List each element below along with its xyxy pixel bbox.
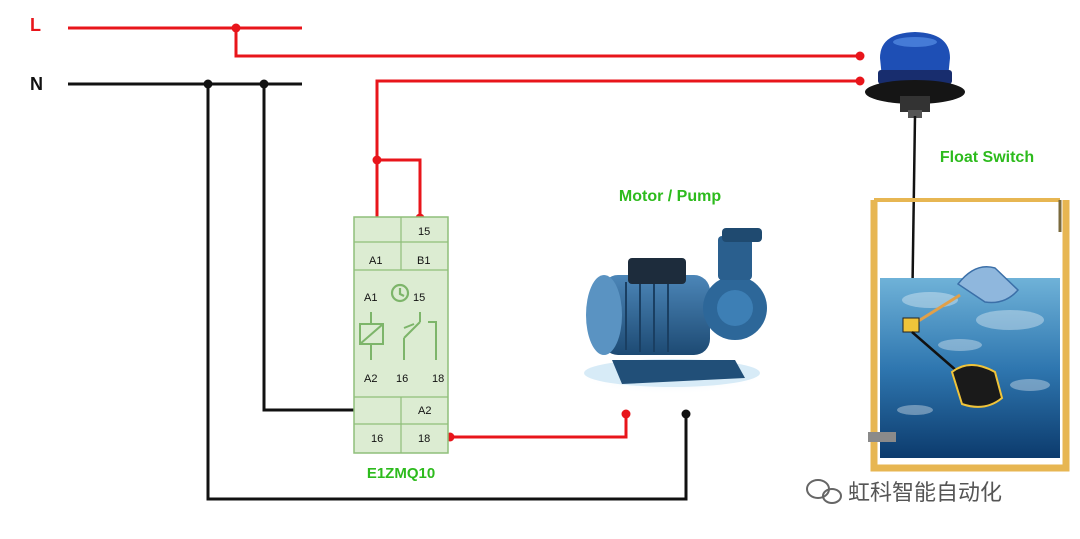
lower-float [950, 364, 1004, 408]
a1-to-15-bridge-wire [377, 158, 422, 218]
tank-frame [870, 200, 1070, 472]
live-line-label: L [30, 15, 41, 35]
beacon-device [865, 32, 965, 321]
terminal-a2-inner: A2 [364, 373, 377, 385]
watermark-text: 虹科智能自动化 [848, 480, 1002, 505]
junction-dot [372, 155, 382, 165]
motor-pump: Motor / Pump [577, 188, 767, 395]
float-switch-label: Float Switch [940, 149, 1034, 166]
terminal-15-top: 15 [418, 226, 430, 238]
junction-dot [231, 23, 241, 33]
live-to-beacon-wire [234, 28, 860, 58]
clock-icon [390, 283, 410, 303]
junction-dot [855, 51, 865, 61]
terminal-a2-bottom: A2 [418, 405, 431, 417]
junction-dot [259, 79, 269, 89]
wechat-icon [806, 479, 842, 504]
terminal-a1-top: A1 [369, 255, 382, 267]
live-wires [68, 26, 860, 439]
upper-float [956, 266, 1020, 304]
terminal-18-bottom: 18 [418, 433, 430, 445]
t18-to-pump-wire [450, 414, 628, 439]
terminal-16-inner: 16 [396, 373, 408, 385]
pump-label: Motor / Pump [619, 188, 721, 205]
junction-dot [203, 79, 213, 89]
timer-relay: 15 A1 B1 A1 15 A2 16 18 A2 16 18 E1ZMQ10 [353, 216, 449, 482]
relay-model-label: E1ZMQ10 [367, 465, 435, 482]
terminal-16-bottom: 16 [371, 433, 383, 445]
terminal-a1-inner: A1 [364, 292, 377, 304]
terminal-b1-top: B1 [417, 255, 430, 267]
pump-outlet [718, 236, 752, 280]
pump-terminal-box [628, 258, 686, 284]
beacon-return-wire [375, 79, 860, 250]
neutral-to-pump-wire [206, 84, 688, 501]
terminal-15-inner: 15 [413, 292, 425, 304]
pump-motor-body [602, 275, 710, 355]
relay-contact-symbol [403, 312, 437, 360]
relay-coil-symbol [359, 312, 384, 360]
junction-dot [855, 76, 865, 86]
pump-base [612, 360, 745, 384]
junction-dot [621, 409, 631, 419]
water-tank [868, 198, 1070, 472]
neutral-line-label: N [30, 74, 43, 94]
junction-dot [681, 409, 691, 419]
float-clamp [902, 317, 920, 333]
beacon-base [865, 80, 965, 104]
watermark: 虹科智能自动化 [806, 479, 1002, 505]
live-junction-dots [231, 23, 865, 442]
terminal-18-inner: 18 [432, 373, 444, 385]
